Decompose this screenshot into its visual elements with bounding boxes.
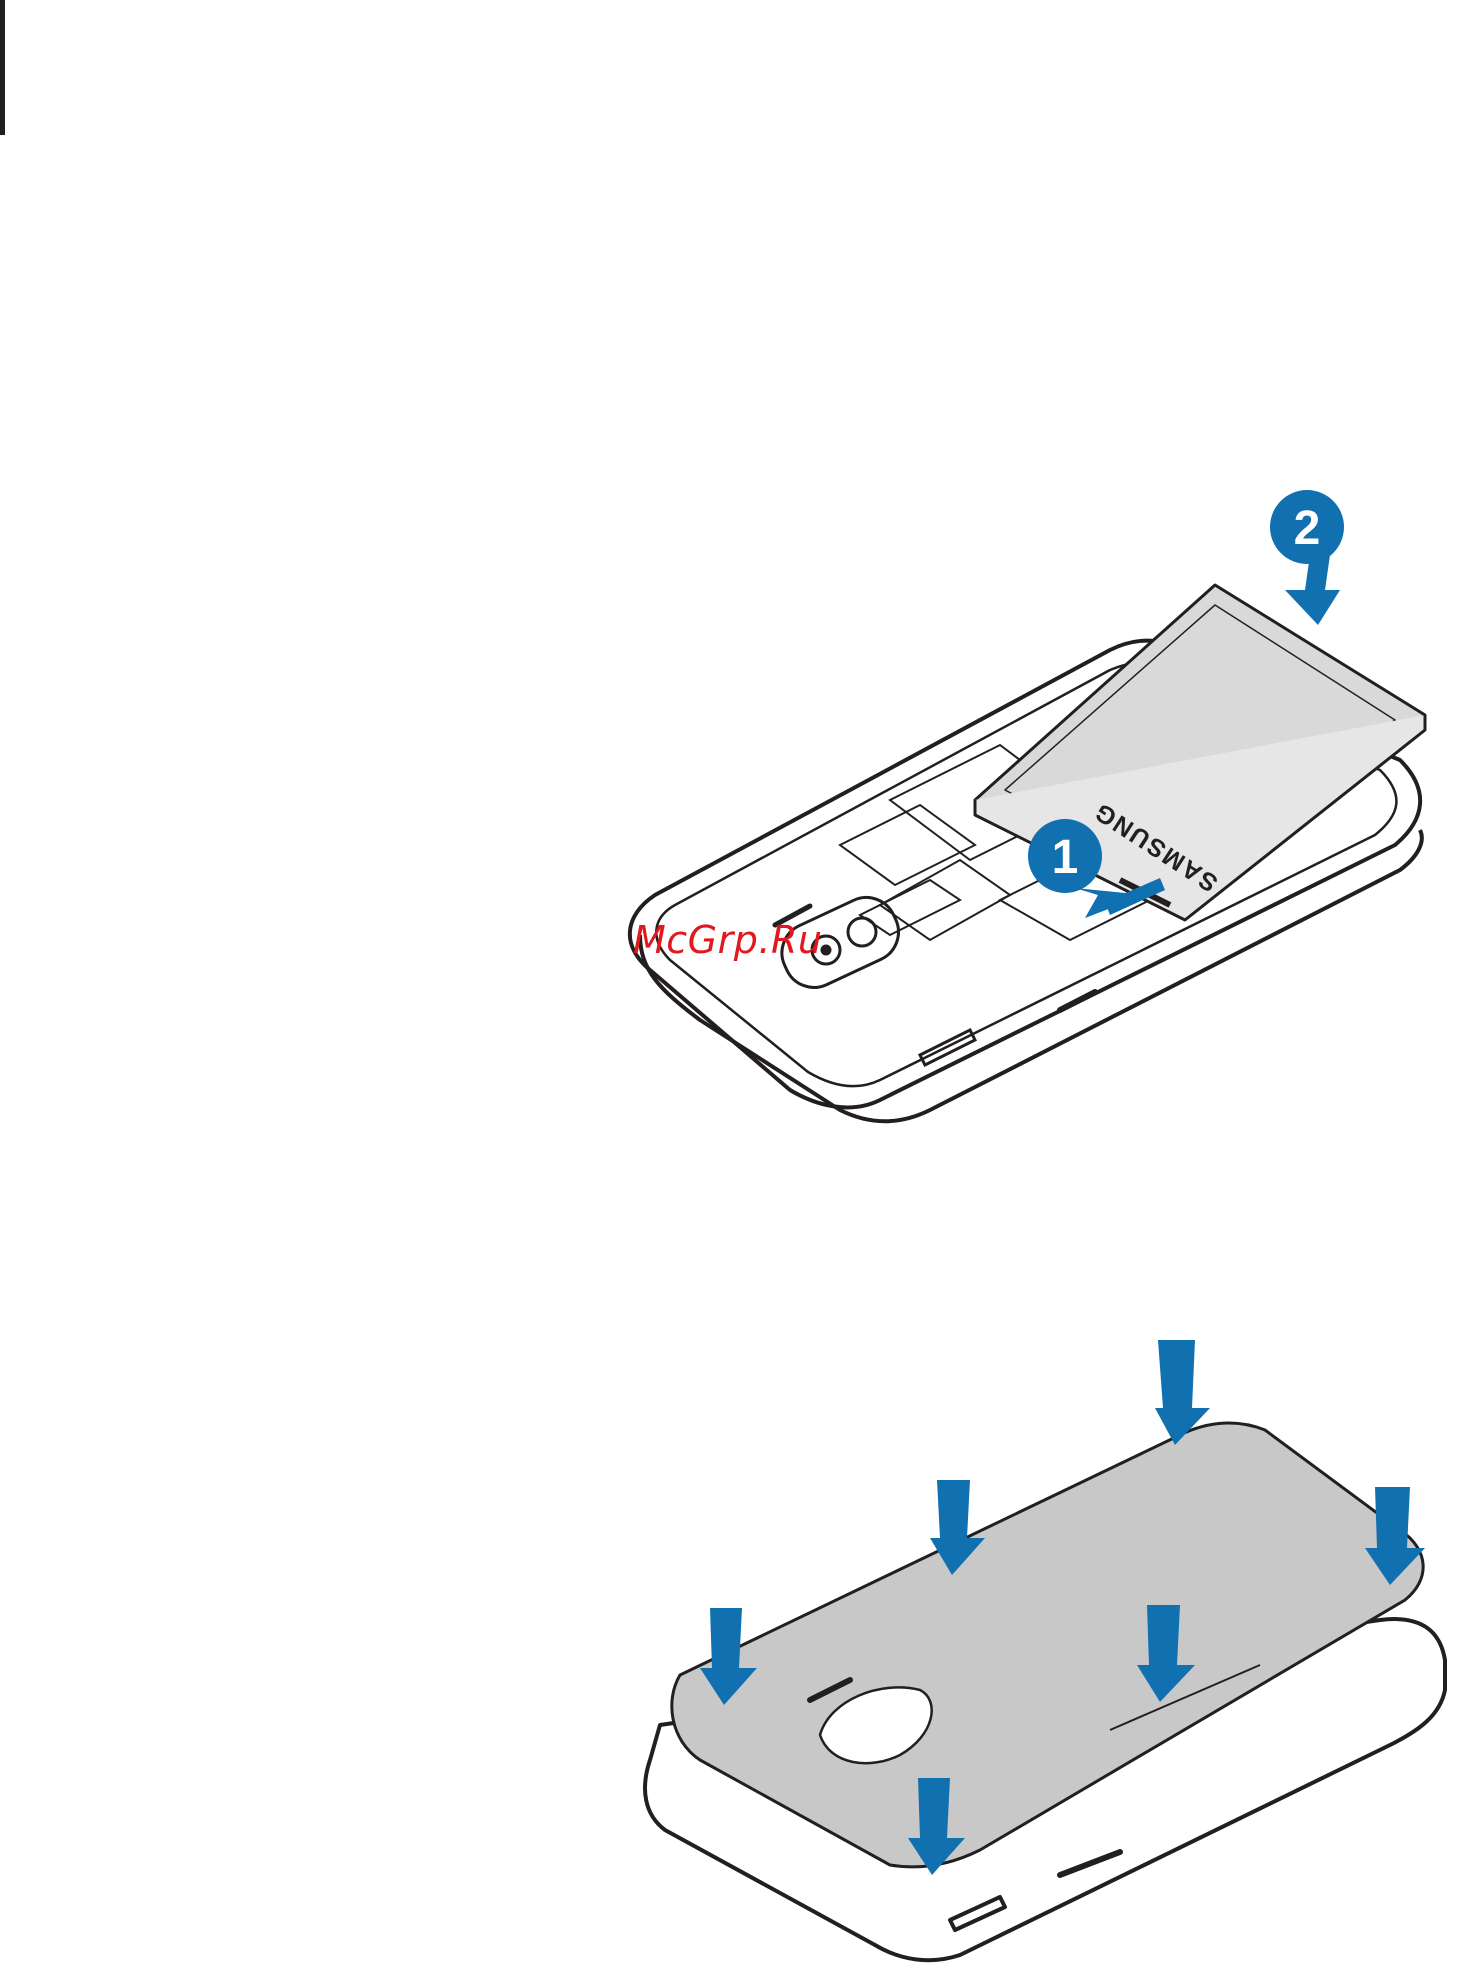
step2-number: 2	[1290, 501, 1324, 556]
step1-number: 1	[1049, 830, 1081, 885]
watermark: McGrp.Ru	[633, 918, 822, 962]
back-cover	[672, 1423, 1423, 1867]
